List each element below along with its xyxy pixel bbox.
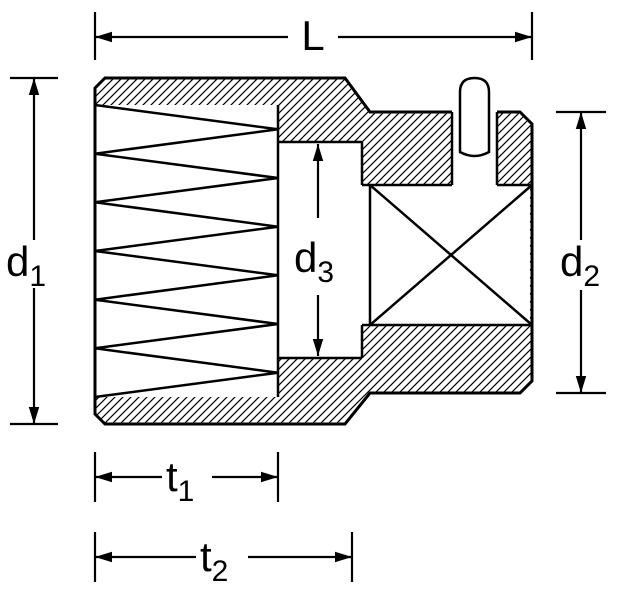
serration-teeth xyxy=(94,103,280,399)
square-drive-void xyxy=(362,185,530,325)
socket-body xyxy=(93,76,534,426)
dimension-d1: d1 xyxy=(6,76,58,426)
serration-tooth-profile xyxy=(94,103,279,399)
dimension-t2: t2 xyxy=(93,532,354,588)
bore-d3 xyxy=(278,140,364,360)
serration-bore-void xyxy=(96,105,278,397)
detent-pin xyxy=(458,76,491,158)
dimension-label-d3: d3 xyxy=(294,234,334,289)
dimension-L: L xyxy=(93,12,534,60)
dimension-label-L: L xyxy=(301,12,324,59)
dimension-label-t2: t2 xyxy=(200,533,228,588)
dimension-t1: t1 xyxy=(93,452,280,508)
body-outline xyxy=(93,76,534,426)
dimension-d3: d3 xyxy=(294,144,334,356)
dimension-label-t1: t1 xyxy=(166,453,194,508)
detent-pin-assembly xyxy=(450,76,499,185)
square-drive xyxy=(362,183,533,327)
dimension-label-d2: d2 xyxy=(560,238,600,293)
d3-bore-void xyxy=(278,142,362,358)
dimension-d2: d2 xyxy=(556,110,606,395)
square-diagonal-2 xyxy=(369,184,533,326)
dimension-label-d1: d1 xyxy=(6,238,46,293)
